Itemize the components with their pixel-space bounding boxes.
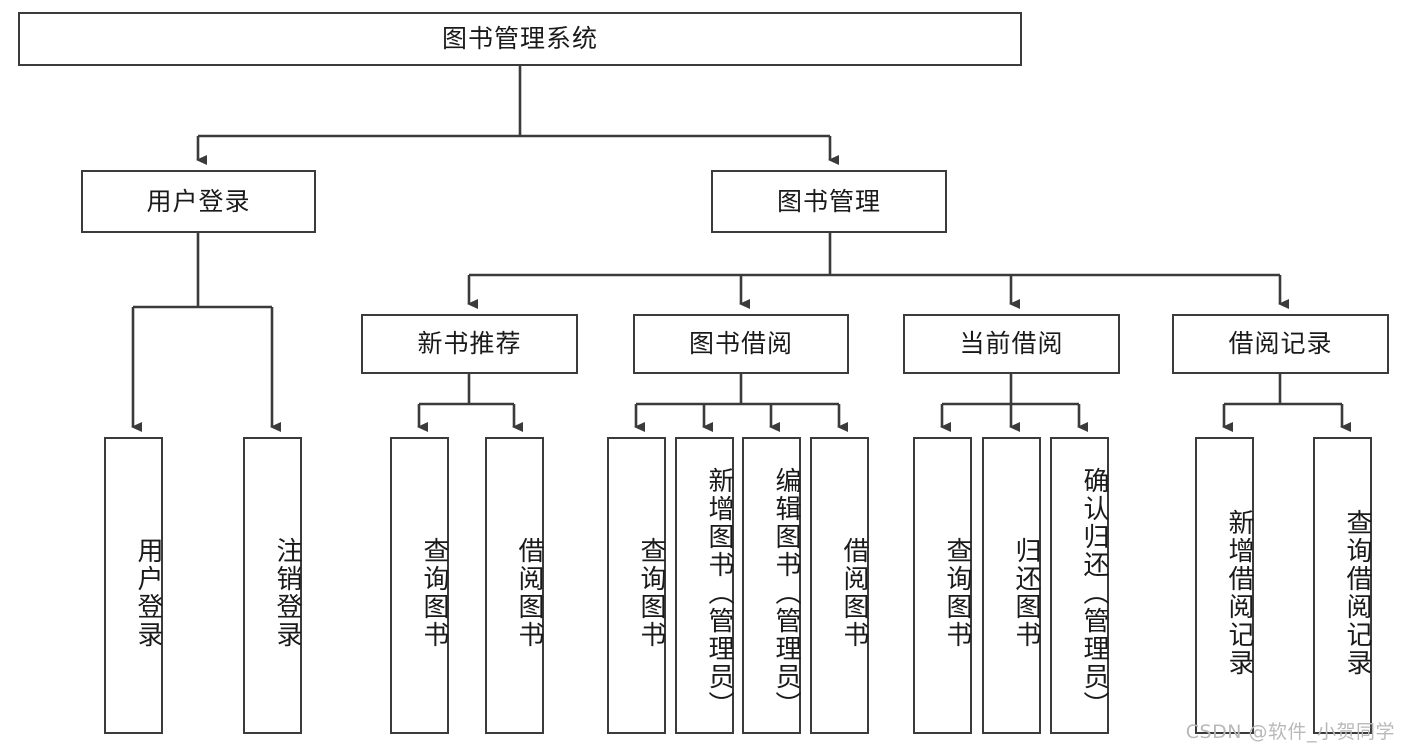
node-label: 新增图书（管理员） [704, 466, 734, 719]
node-label: 借阅图书 [514, 536, 544, 649]
node-label: 注销登录 [272, 536, 302, 649]
node-root-book-management-system[interactable]: 图书管理系统 [18, 12, 1022, 66]
node-book-borrow[interactable]: 图书借阅 [633, 314, 849, 374]
leaf-user-login-signout[interactable]: 注销登录 [243, 437, 302, 734]
leaf-new-book-borrow[interactable]: 借阅图书 [485, 437, 544, 734]
node-label: 借阅记录 [1228, 329, 1333, 359]
node-label: 查询图书 [419, 536, 449, 649]
leaf-book-borrow-borrow[interactable]: 借阅图书 [810, 437, 869, 734]
watermark-text: CSDN @软件_小贺同学 [1185, 721, 1395, 743]
node-label: 查询借阅记录 [1342, 508, 1372, 677]
leaf-new-book-query[interactable]: 查询图书 [390, 437, 449, 734]
node-current-borrow[interactable]: 当前借阅 [903, 314, 1120, 374]
leaf-current-borrow-return[interactable]: 归还图书 [982, 437, 1041, 734]
node-user-login[interactable]: 用户登录 [81, 170, 316, 233]
node-label: 用户登录 [146, 186, 251, 216]
leaf-book-borrow-edit-admin[interactable]: 编辑图书（管理员） [742, 437, 801, 734]
node-book-management[interactable]: 图书管理 [711, 170, 947, 233]
node-label: 用户登录 [133, 536, 163, 649]
node-label: 编辑图书（管理员） [771, 466, 801, 719]
node-label: 借阅图书 [839, 536, 869, 649]
leaf-borrow-record-query[interactable]: 查询借阅记录 [1313, 437, 1372, 734]
node-label: 图书管理系统 [441, 24, 598, 54]
leaf-user-login-signin[interactable]: 用户登录 [104, 437, 163, 734]
node-label: 查询图书 [942, 536, 972, 649]
node-label: 确认归还（管理员） [1079, 466, 1109, 719]
node-label: 新增借阅记录 [1224, 508, 1254, 677]
leaf-book-borrow-add-admin[interactable]: 新增图书（管理员） [675, 437, 734, 734]
node-label: 当前借阅 [959, 329, 1064, 359]
leaf-current-borrow-confirm-return-admin[interactable]: 确认归还（管理员） [1050, 437, 1109, 734]
node-new-book-recommendation[interactable]: 新书推荐 [361, 314, 578, 374]
leaf-current-borrow-query[interactable]: 查询图书 [913, 437, 972, 734]
leaf-book-borrow-query[interactable]: 查询图书 [607, 437, 666, 734]
node-borrow-record[interactable]: 借阅记录 [1172, 314, 1389, 374]
node-label: 图书管理 [776, 186, 881, 216]
node-label: 查询图书 [636, 536, 666, 649]
node-label: 归还图书 [1011, 536, 1041, 649]
leaf-borrow-record-add[interactable]: 新增借阅记录 [1195, 437, 1254, 734]
node-label: 新书推荐 [417, 329, 522, 359]
node-label: 图书借阅 [688, 329, 793, 359]
